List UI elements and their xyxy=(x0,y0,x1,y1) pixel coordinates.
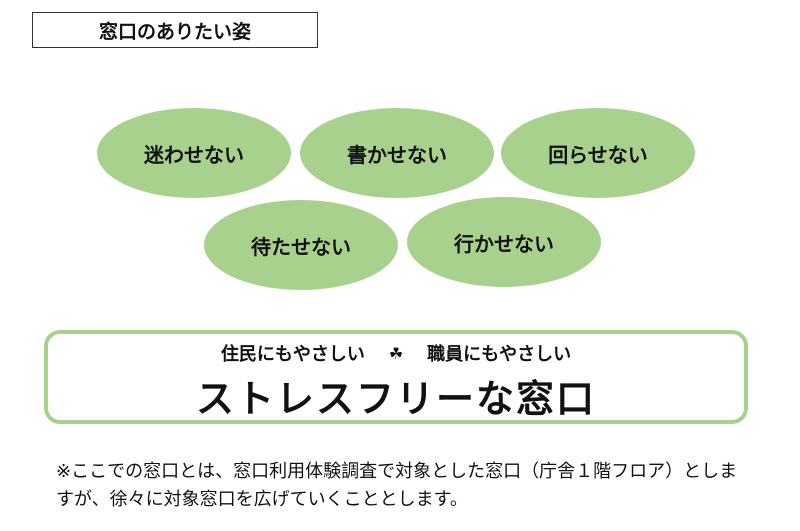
goal-oval-4: 待たせない xyxy=(204,200,398,290)
goal-label: 書かせない xyxy=(347,142,447,167)
slogan-subtitle: 住民にもやさしい ☘ 職員にもやさしい xyxy=(48,340,744,366)
goal-label: 迷わせない xyxy=(144,142,244,167)
goal-oval-5: 行かせない xyxy=(407,197,601,287)
slogan-headline: ストレスフリーな窓口 xyxy=(195,377,596,421)
footnote: ※ここでの窓口とは、窓口利用体験調査で対象とした窓口（庁舎１階フロア）としますが… xyxy=(56,461,738,510)
subtitle-residents: 住民にもやさしい xyxy=(220,344,365,365)
slogan-box: 住民にもやさしい ☘ 職員にもやさしい ストレスフリーな窓口 xyxy=(44,330,748,424)
clover-icon: ☘ xyxy=(388,343,404,363)
goal-label: 回らせない xyxy=(548,142,648,167)
subtitle-staff: 職員にもやさしい xyxy=(427,344,572,365)
page-title: 窓口のありたい姿 xyxy=(32,12,318,48)
goal-label: 行かせない xyxy=(454,231,554,256)
goal-oval-1: 迷わせない xyxy=(97,108,291,198)
goal-oval-3: 回らせない xyxy=(501,108,695,198)
goal-oval-2: 書かせない xyxy=(300,108,494,198)
goal-label: 待たせない xyxy=(251,234,351,259)
